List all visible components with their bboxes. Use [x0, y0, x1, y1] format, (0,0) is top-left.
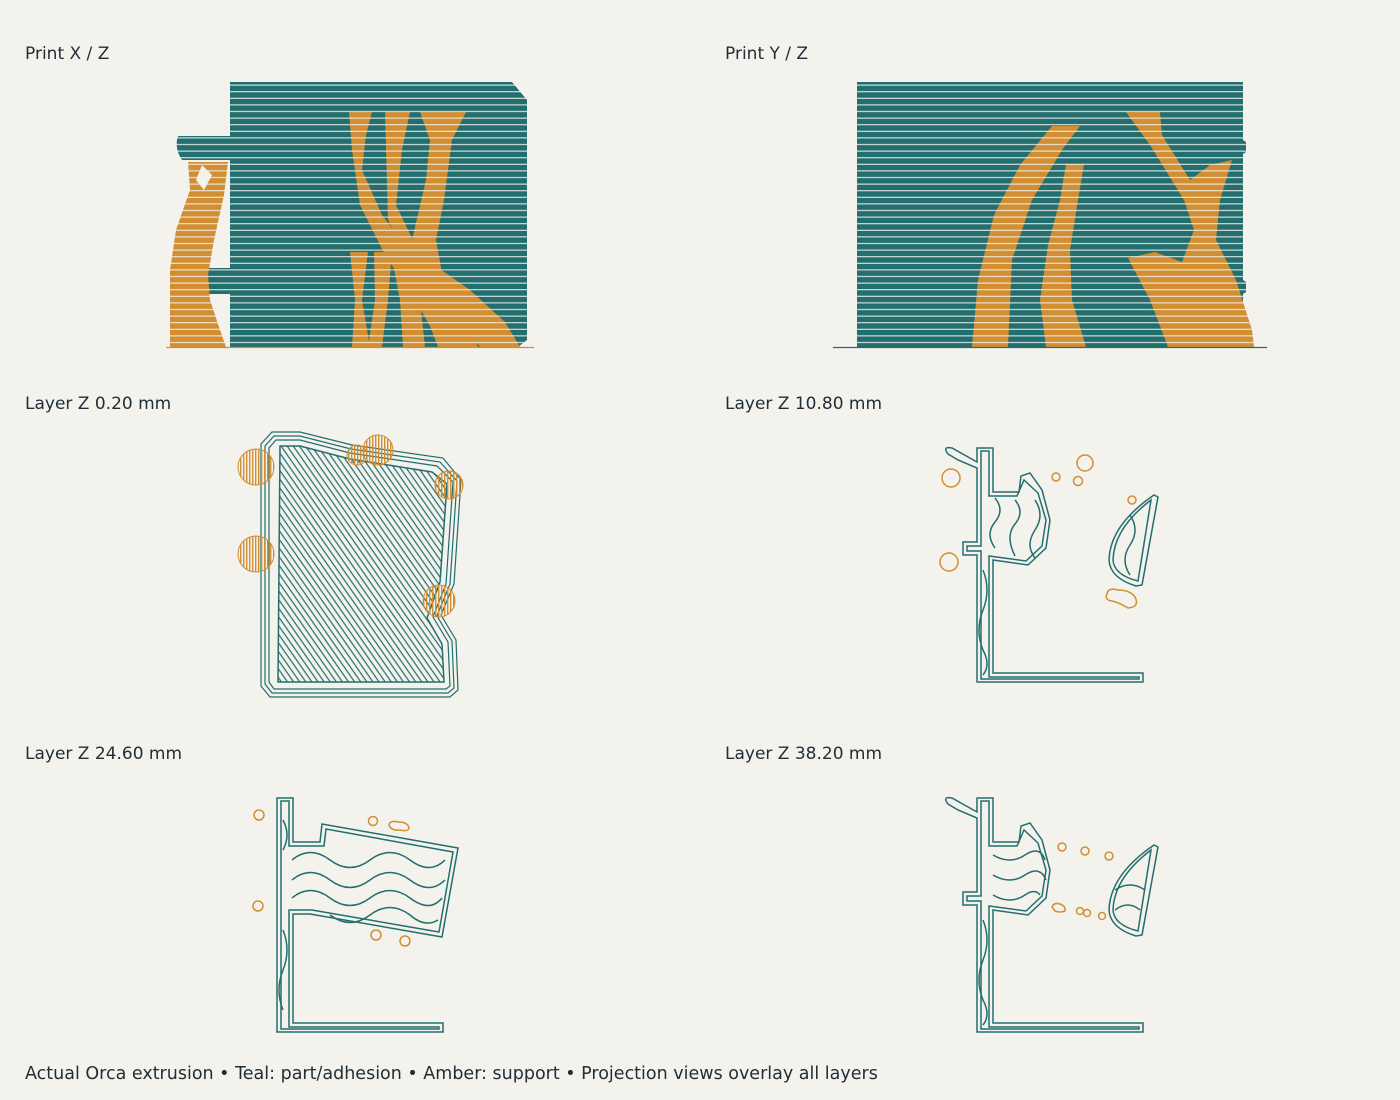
- part-walls: [945, 446, 1159, 683]
- print-yz-projection: [830, 75, 1270, 355]
- support-rings: [939, 454, 1138, 609]
- legend-caption: Actual Orca extrusion • Teal: part/adhes…: [25, 1064, 878, 1084]
- panel-title-layer-0-20: Layer Z 0.20 mm: [25, 394, 172, 414]
- panel-title-print-xz: Print X / Z: [25, 44, 110, 64]
- part-walls: [945, 796, 1159, 1033]
- panel-title-layer-38-20: Layer Z 38.20 mm: [725, 744, 883, 764]
- layer-10-80-view: [939, 446, 1159, 683]
- part-fill: [277, 445, 448, 683]
- layer-lines: [830, 75, 1270, 355]
- panel-title-layer-10-80: Layer Z 10.80 mm: [725, 394, 883, 414]
- layer-lines: [160, 75, 540, 355]
- print-xz-projection: [160, 75, 540, 355]
- support-rings: [252, 809, 411, 947]
- support-rings: [1051, 842, 1114, 921]
- layer-0-20-view: [237, 431, 464, 698]
- part-walls: [276, 797, 459, 1033]
- support-circles: [237, 434, 464, 618]
- panel-title-print-yz: Print Y / Z: [725, 44, 809, 64]
- layer-38-20-view: [945, 796, 1159, 1033]
- panel-title-layer-24-60: Layer Z 24.60 mm: [25, 744, 183, 764]
- layer-24-60-view: [252, 797, 459, 1033]
